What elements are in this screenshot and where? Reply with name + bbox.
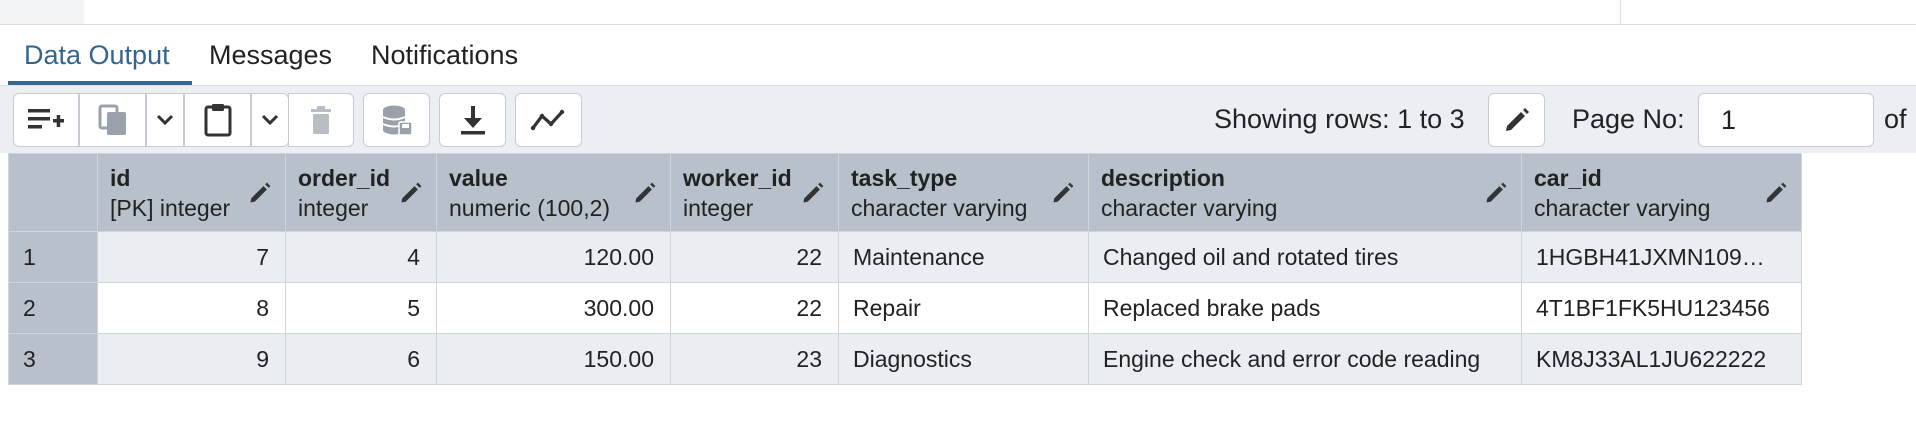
cell-id[interactable]: 7 — [97, 231, 286, 283]
copy-button[interactable] — [79, 93, 146, 147]
cell-value[interactable]: 150.00 — [436, 333, 671, 385]
cell-task-type[interactable]: Maintenance — [838, 231, 1089, 283]
pencil-icon[interactable] — [1763, 180, 1789, 206]
page-of-label: of — [1884, 104, 1907, 134]
cell-car-id[interactable]: 4T1BF1FK5HU123456 — [1521, 282, 1802, 334]
copy-options-dropdown[interactable] — [146, 93, 184, 147]
result-tabs: Data Output Messages Notifications — [0, 25, 1916, 86]
cell-description[interactable]: Changed oil and rotated tires — [1088, 231, 1522, 283]
cell-car-id[interactable]: 1HGBH41JXMN109… — [1521, 231, 1802, 283]
cell-order-id[interactable]: 5 — [285, 282, 437, 334]
cell-id[interactable]: 9 — [97, 333, 286, 385]
table-row[interactable]: 3 9 6 150.00 23 Diagnostics Engine check… — [8, 333, 1802, 385]
save-data-button[interactable] — [363, 93, 430, 147]
cell-order-id[interactable]: 4 — [285, 231, 437, 283]
download-icon — [460, 106, 485, 135]
cell-task-type[interactable]: Diagnostics — [838, 333, 1089, 385]
top-panel-strip — [0, 0, 1916, 25]
pencil-icon[interactable] — [800, 180, 826, 206]
cell-worker-id[interactable]: 22 — [670, 231, 839, 283]
page-number-input[interactable] — [1698, 93, 1874, 147]
database-save-icon — [382, 105, 413, 136]
table-row[interactable]: 1 7 4 120.00 22 Maintenance Changed oil … — [8, 231, 1802, 283]
paste-options-dropdown[interactable] — [251, 93, 289, 147]
cell-description[interactable]: Replaced brake pads — [1088, 282, 1522, 334]
add-row-icon — [28, 109, 64, 129]
chevron-down-icon — [261, 114, 279, 126]
pencil-icon — [1505, 108, 1529, 131]
data-toolbar: Showing rows: 1 to 3 Page No: of — [0, 86, 1916, 153]
pencil-icon[interactable] — [247, 180, 273, 206]
panel-divider — [1620, 0, 1621, 24]
chevron-down-icon — [156, 114, 174, 126]
add-row-button[interactable] — [13, 93, 79, 147]
copy-icon — [98, 104, 126, 135]
column-header-id[interactable]: id[PK] integer — [97, 153, 286, 232]
row-number[interactable]: 2 — [8, 282, 98, 334]
delete-button[interactable] — [288, 93, 354, 147]
clipboard-icon — [204, 104, 231, 137]
edit-rows-range-button[interactable] — [1488, 93, 1545, 147]
rows-range-label: Showing rows: 1 to 3 — [1214, 104, 1465, 134]
pencil-icon[interactable] — [1050, 180, 1076, 206]
paste-button[interactable] — [184, 93, 251, 147]
pencil-icon[interactable] — [1483, 180, 1509, 206]
line-chart-icon — [530, 109, 564, 131]
pencil-icon[interactable] — [632, 180, 658, 206]
cell-value[interactable]: 120.00 — [436, 231, 671, 283]
row-number[interactable]: 1 — [8, 231, 98, 283]
pencil-icon[interactable] — [398, 180, 424, 206]
cell-id[interactable]: 8 — [97, 282, 286, 334]
trash-icon — [311, 106, 331, 134]
cell-worker-id[interactable]: 22 — [670, 282, 839, 334]
page-number-label: Page No: — [1572, 104, 1685, 134]
cell-car-id[interactable]: KM8J33AL1JU622222 — [1521, 333, 1802, 385]
table-row[interactable]: 2 8 5 300.00 22 Repair Replaced brake pa… — [8, 282, 1802, 334]
select-all-corner[interactable] — [8, 153, 98, 232]
row-number[interactable]: 3 — [8, 333, 98, 385]
tab-data-output[interactable]: Data Output — [24, 40, 170, 70]
cell-task-type[interactable]: Repair — [838, 282, 1089, 334]
cell-value[interactable]: 300.00 — [436, 282, 671, 334]
cell-order-id[interactable]: 6 — [285, 333, 437, 385]
graph-visualiser-button[interactable] — [515, 93, 582, 147]
editor-gutter — [0, 0, 84, 24]
cell-description[interactable]: Engine check and error code reading — [1088, 333, 1522, 385]
cell-worker-id[interactable]: 23 — [670, 333, 839, 385]
tab-notifications[interactable]: Notifications — [371, 40, 519, 70]
tab-messages[interactable]: Messages — [209, 40, 333, 70]
active-tab-indicator — [8, 81, 192, 85]
download-button[interactable] — [439, 93, 506, 147]
